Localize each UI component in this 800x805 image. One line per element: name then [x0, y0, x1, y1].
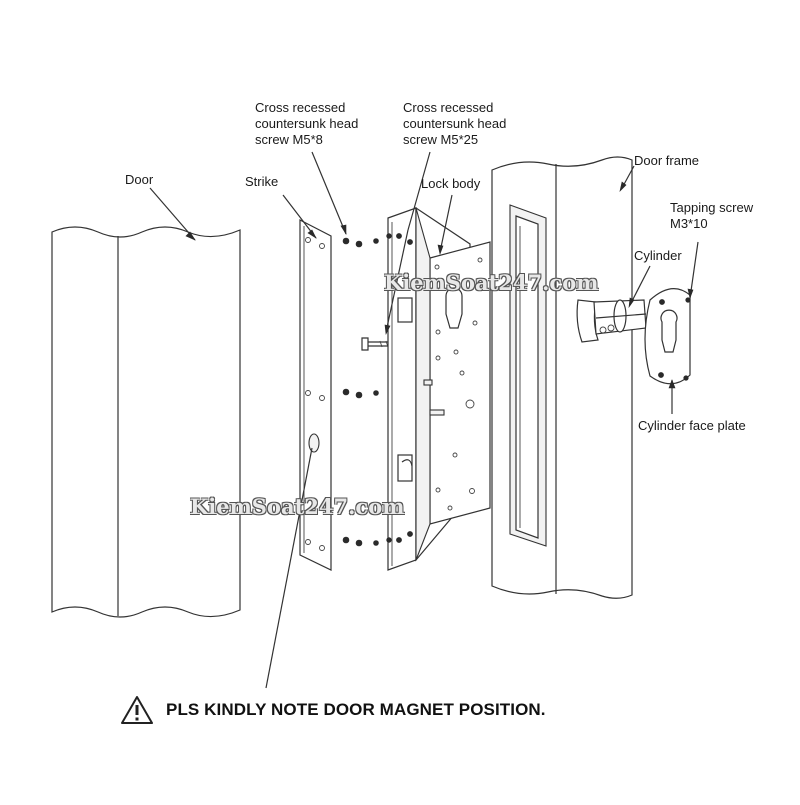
label-screw-m5x8-line2: countersunk head — [255, 116, 359, 131]
label-door-frame: Door frame — [634, 153, 700, 168]
label-tapping-screw-line2: M3*10 — [670, 216, 708, 231]
door-frame — [491, 156, 633, 599]
label-screw-m5x25-line1: Cross recessed — [403, 100, 494, 115]
strike-plate — [299, 219, 332, 571]
door-panel — [51, 226, 241, 618]
watermark-top: KiemSoat247.com — [384, 270, 599, 295]
label-strike: Strike — [245, 174, 279, 189]
label-lock-body: Lock body — [421, 176, 481, 191]
label-cylinder: Cylinder — [634, 248, 682, 263]
label-cylinder-face-plate: Cylinder face plate — [638, 418, 746, 433]
cylinder — [576, 299, 647, 343]
lock-body — [387, 206, 491, 571]
magnet-position-notice: PLS KINDLY NOTE DOOR MAGNET POSITION. — [120, 694, 546, 726]
cylinder-face-plate — [644, 288, 691, 385]
label-screw-m5x8-line3: screw M5*8 — [255, 132, 323, 147]
label-screw-m5x8: Cross recessed countersunk head screw M5… — [255, 100, 358, 148]
strike-screws — [342, 237, 379, 547]
warning-triangle-icon — [121, 696, 153, 724]
label-tapping-screw-line1: Tapping screw — [670, 200, 754, 215]
label-tapping-screw: Tapping screw M3*10 — [670, 200, 753, 232]
notice-text: PLS KINDLY NOTE DOOR MAGNET POSITION. — [166, 700, 546, 719]
label-screw-m5x25: Cross recessed countersunk head screw M5… — [403, 100, 506, 148]
watermark-bottom: KiemSoat247.com — [190, 494, 405, 519]
label-screw-m5x8-line1: Cross recessed — [255, 100, 346, 115]
label-door: Door — [125, 172, 154, 187]
leader-lines — [149, 151, 699, 689]
label-screw-m5x25-line3: screw M5*25 — [403, 132, 479, 147]
label-screw-m5x25-line2: countersunk head — [403, 116, 507, 131]
faceplate-screws — [386, 233, 413, 543]
